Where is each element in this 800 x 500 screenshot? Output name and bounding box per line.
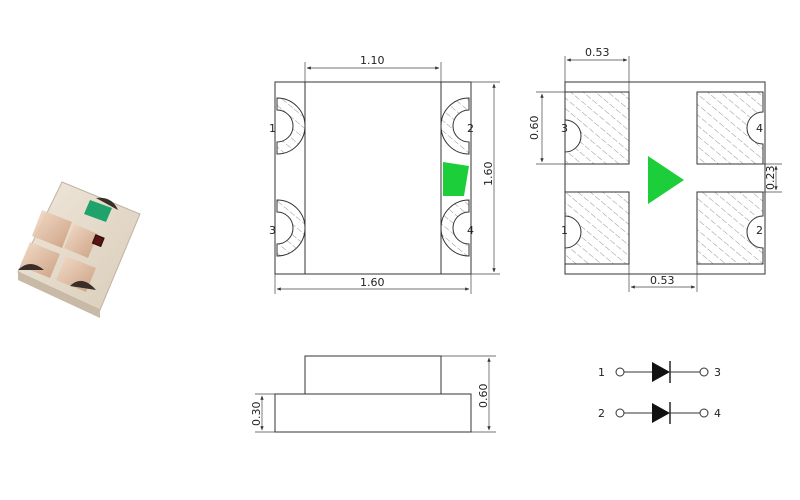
diode-icon (652, 362, 670, 382)
schematic-row-2: 2 4 (598, 402, 721, 424)
top-pin-1: 1 (269, 122, 276, 135)
bottom-dim-pad-width-bottom: 0.53 (650, 274, 675, 287)
top-pin-2: 2 (467, 122, 474, 135)
schem-pin-4: 4 (714, 407, 721, 420)
side-dim-total-height: 0.60 (477, 384, 490, 409)
top-dim-width-bottom: 1.60 (360, 276, 385, 289)
chip-die (91, 234, 105, 248)
top-polarity-mark (443, 162, 469, 196)
chip-photo (17, 181, 141, 318)
top-view: 1 2 3 4 1.10 1.60 1.60 (269, 54, 500, 294)
bottom-dim-gap: 0.23 (764, 166, 777, 191)
top-dim-height: 1.60 (482, 162, 495, 187)
diode-icon (652, 403, 670, 423)
chip-green-marker (84, 200, 112, 222)
schematic-row-1: 1 3 (598, 361, 721, 383)
schem-pin-1: 1 (598, 366, 605, 379)
bottom-dim-pad-height: 0.60 (528, 116, 541, 141)
bottom-dim-pad-width-top: 0.53 (585, 46, 610, 59)
top-pin-4: 4 (467, 224, 474, 237)
schem-pin-2: 2 (598, 407, 605, 420)
bottom-pin-3: 3 (561, 122, 568, 135)
bottom-pin-2: 2 (756, 224, 763, 237)
schem-pin-3: 3 (714, 366, 721, 379)
top-pin-3: 3 (269, 224, 276, 237)
side-dim-base-height: 0.30 (250, 402, 263, 427)
bottom-pin-1: 1 (561, 224, 568, 237)
schematic: 1 3 2 4 (598, 361, 721, 424)
top-dim-width-top: 1.10 (360, 54, 385, 67)
bottom-pin-4: 4 (756, 122, 763, 135)
bottom-view: 3 4 1 2 0.53 0.60 0.23 0.53 (528, 46, 782, 292)
side-view: 0.30 0.60 (250, 355, 496, 433)
bottom-polarity-mark (648, 156, 684, 204)
